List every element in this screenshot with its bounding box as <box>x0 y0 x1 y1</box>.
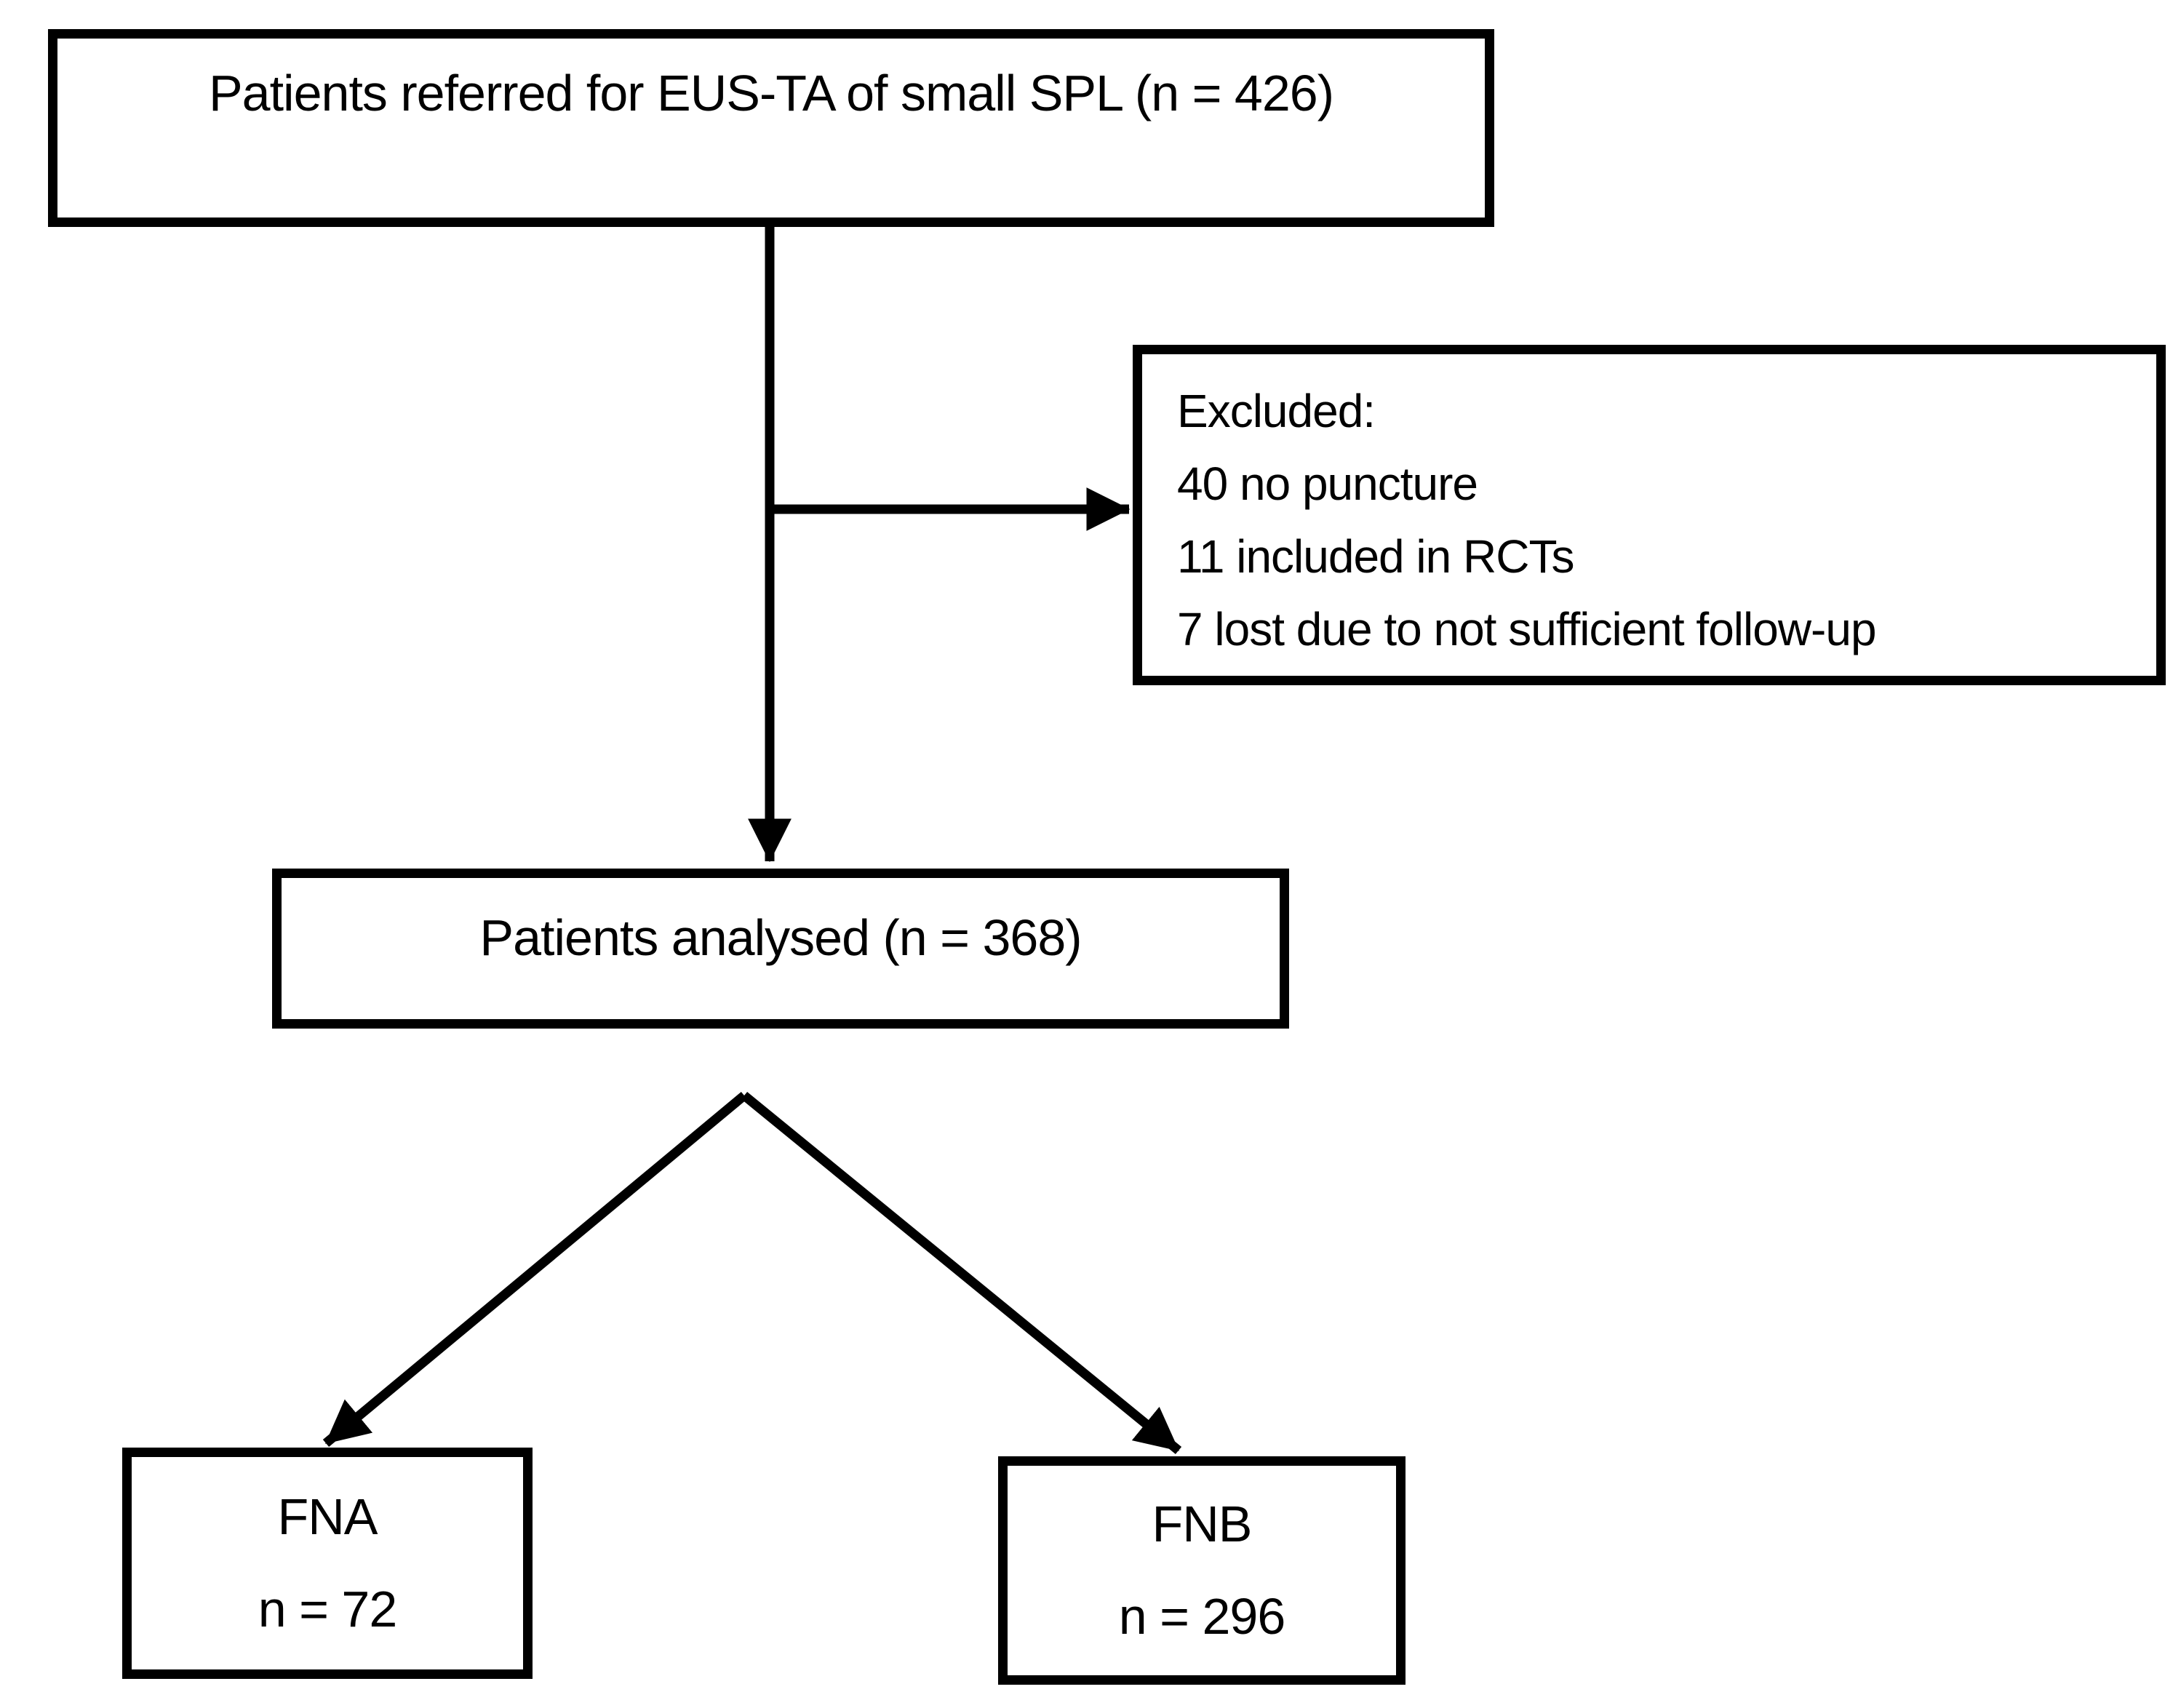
node-analysed-label: Patients analysed (n = 368) <box>479 909 1082 966</box>
node-referred: Patients referred for EUS-TA of small SP… <box>48 29 1494 227</box>
excluded-item: 11 included in RCTs <box>1177 530 1574 583</box>
fnb-count: n = 296 <box>1118 1588 1285 1645</box>
node-fnb: FNB n = 296 <box>998 1456 1406 1685</box>
excluded-item: 40 no puncture <box>1177 458 1478 510</box>
arrow-analysed-to-fna <box>322 1092 748 1447</box>
fna-label: FNA <box>277 1488 378 1545</box>
node-analysed: Patients analysed (n = 368) <box>272 869 1289 1029</box>
excluded-title: Excluded: <box>1177 385 1376 437</box>
fnb-label: FNB <box>1152 1496 1253 1552</box>
excluded-item: 7 lost due to not sufficient follow-up <box>1177 603 1877 655</box>
node-excluded: Excluded: 40 no puncture 11 included in … <box>1133 345 2166 685</box>
node-referred-label: Patients referred for EUS-TA of small SP… <box>208 65 1334 121</box>
arrow-analysed-to-fnb <box>741 1091 1182 1455</box>
node-fna: FNA n = 72 <box>122 1448 533 1679</box>
fna-count: n = 72 <box>258 1581 398 1637</box>
